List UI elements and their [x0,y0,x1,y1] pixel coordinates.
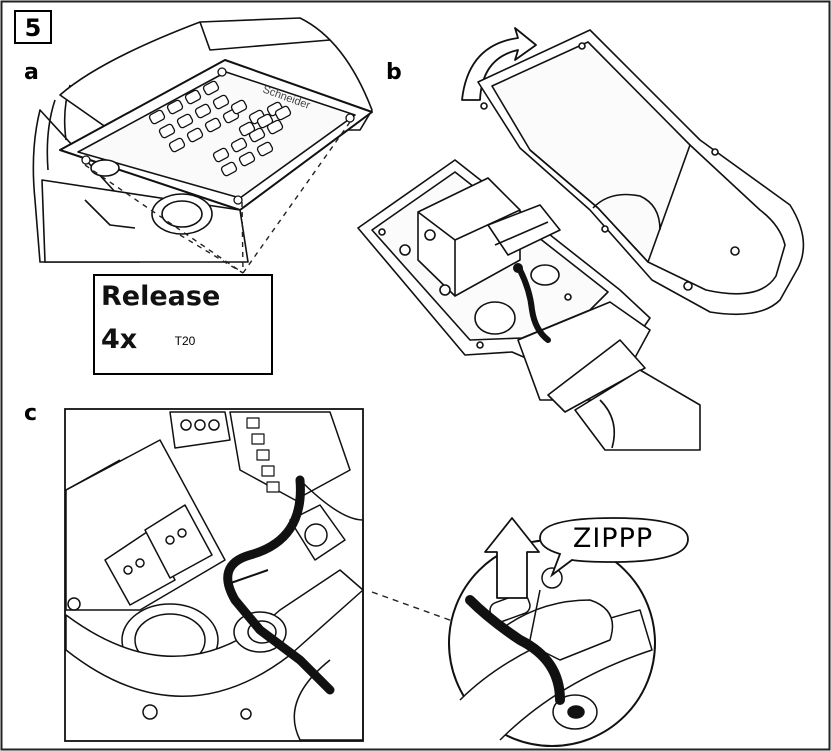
zipp-sound-text: ZIPPP [572,523,654,554]
step-number-box: 5 [14,10,52,44]
release-callout: Release 4x T20 [93,274,273,375]
panel-a-label: a [24,60,39,85]
screw-pointer-lines [84,121,351,274]
keypad-buttons [148,80,292,177]
panel-c-label: c [24,401,38,426]
panel-b-open-base [357,159,701,451]
panel-b-cable-end [513,263,523,273]
panel-c-cable-tie [224,569,269,586]
panel-b-open-cover [477,29,805,316]
release-text: Release [101,281,221,312]
zipp-bubble [539,517,689,578]
terminal-screws [246,417,280,493]
panel-b-cable [517,267,551,343]
zoom-detail [448,539,656,747]
pull-up-arrow [484,517,540,599]
release-count: 4x [101,324,138,355]
zoom-pointer-line [371,591,459,624]
step-number: 5 [24,14,42,42]
plate-screws [81,67,355,205]
panel-c-cable [223,475,335,695]
torx-size-label: T20 [174,334,196,348]
panel-a-enclosure [32,17,373,263]
panel-b-label: b [386,60,402,85]
